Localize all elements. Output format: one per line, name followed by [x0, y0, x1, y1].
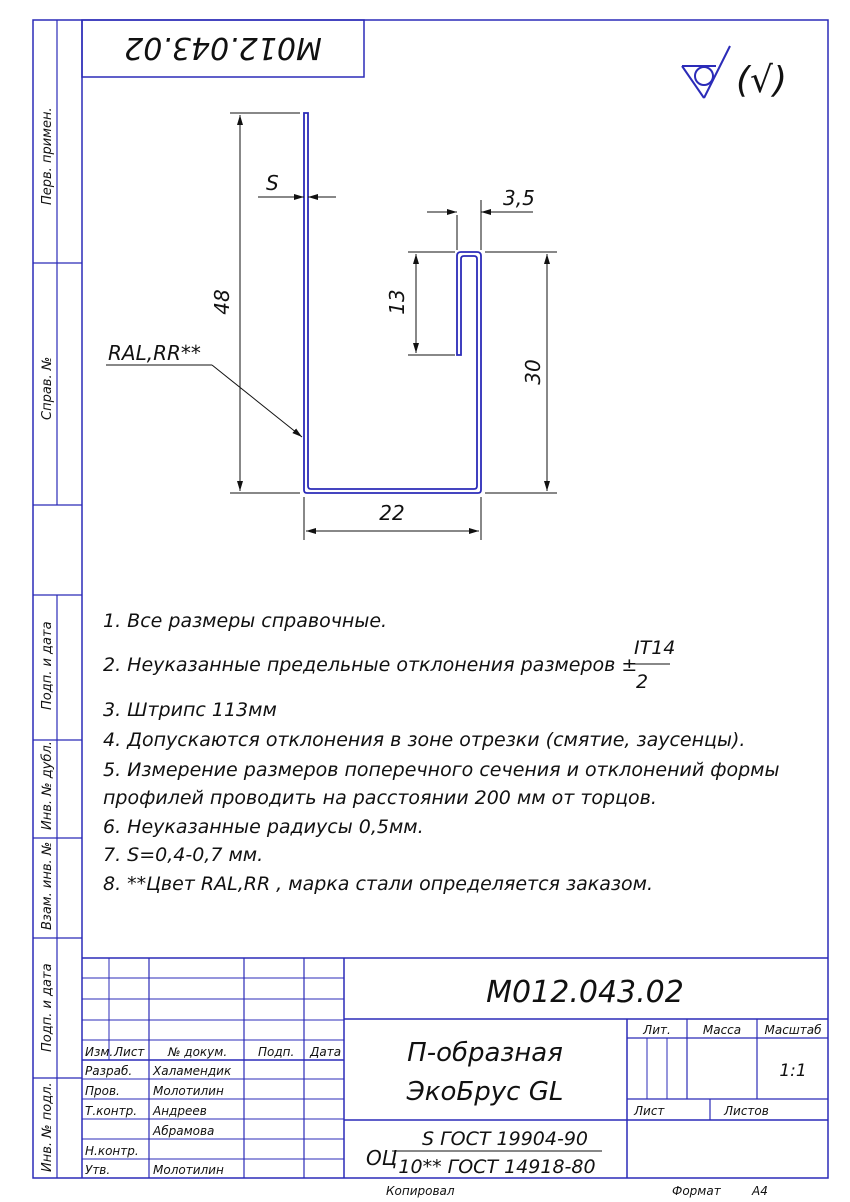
dim-13: 13: [385, 289, 409, 314]
label-perv-primen: Перв. примен.: [40, 107, 55, 205]
top-designation-box: М012.043.02: [81, 19, 365, 78]
person-extra: Абрамова: [152, 1124, 214, 1138]
role-prov: Пров.: [85, 1084, 120, 1098]
dim-3-5: 3,5: [503, 186, 535, 210]
header-list: Лист: [113, 1045, 145, 1059]
top-designation: М012.043.02: [124, 30, 322, 65]
coating-callout: RAL,RR**: [108, 341, 201, 365]
format-value: А4: [751, 1184, 768, 1198]
label-sheet: Лист: [633, 1104, 665, 1118]
note-2-denominator: 2: [636, 671, 648, 693]
role-tkontr: Т.контр.: [85, 1104, 137, 1118]
label-podp-data-1: Подп. и дата: [40, 621, 55, 710]
label-inv-podl: Инв. № подл.: [40, 1082, 55, 1172]
label-sprav: Справ. №: [40, 357, 55, 420]
dim-22: 22: [379, 501, 404, 525]
side-strip: Перв. примен. Справ. № Подп. и дата Инв.…: [33, 20, 82, 1178]
note-5-line-1: 5. Измерение размеров поперечного сечени…: [103, 759, 780, 781]
material-top: S ГОСТ 19904-90: [422, 1128, 588, 1150]
role-razrab: Разраб.: [85, 1064, 132, 1078]
label-vzam-inv: Взам. инв. №: [40, 842, 55, 930]
dim-30: 30: [521, 359, 545, 384]
note-1: 1. Все размеры справочные.: [103, 610, 387, 632]
person-razrab: Халамендик: [152, 1064, 232, 1078]
header-podp: Подп.: [258, 1045, 294, 1059]
label-masshtab: Масштаб: [764, 1023, 822, 1037]
label-lit: Лит.: [642, 1023, 671, 1037]
header-n-dokum: № докум.: [167, 1045, 227, 1059]
note-3: 3. Штрипс 113мм: [103, 699, 277, 721]
note-5-line-2: профилей проводить на расстоянии 200 мм …: [103, 787, 657, 809]
outer-frame: [32, 19, 829, 1179]
label-kopiroval: Копировал: [386, 1184, 455, 1198]
product-name-line-2: ЭкоБрус GL: [406, 1077, 564, 1107]
note-4: 4. Допускаются отклонения в зоне отрезки…: [103, 729, 745, 751]
role-nkontr: Н.контр.: [85, 1144, 139, 1158]
dimensions: 48 S 3,5 13 30 22 RAL,RR**: [106, 112, 557, 540]
note-8: 8. **Цвет RAL,RR , марка стали определяе…: [103, 873, 653, 895]
label-podp-data-2: Подп. и дата: [40, 963, 55, 1052]
label-format: Формат: [672, 1184, 722, 1198]
material-prefix: ОЦ: [366, 1146, 397, 1170]
person-tkontr: Андреев: [152, 1104, 207, 1118]
note-2: 2. Неуказанные предельные отклонения раз…: [103, 654, 637, 676]
label-massa: Масса: [703, 1023, 741, 1037]
dim-s: S: [266, 171, 279, 195]
header-data: Дата: [309, 1045, 341, 1059]
person-prov: Молотилин: [153, 1084, 224, 1098]
header-izm: Изм.: [85, 1045, 113, 1059]
note-7: 7. S=0,4-0,7 мм.: [103, 844, 263, 866]
note-6: 6. Неуказанные радиусы 0,5мм.: [103, 816, 424, 838]
note-2-numerator: IT14: [634, 637, 675, 659]
role-utv: Утв.: [85, 1163, 110, 1177]
profile-section: [303, 112, 482, 494]
dim-48: 48: [210, 289, 234, 314]
person-utv: Молотилин: [153, 1163, 224, 1177]
material-bottom: 10** ГОСТ 14918-80: [398, 1156, 595, 1178]
roughness-symbol: (√): [681, 45, 787, 101]
product-name-line-1: П-образная: [407, 1038, 563, 1068]
scale-value: 1:1: [779, 1061, 806, 1081]
technical-notes: 1. Все размеры справочные. 2. Неуказанны…: [103, 610, 780, 895]
label-inv-dubl: Инв. № дубл.: [40, 741, 55, 830]
roughness-mark: (√): [736, 60, 787, 101]
main-designation: М012.043.02: [486, 975, 684, 1010]
title-block: Изм. Лист № докум. Подп. Дата Разраб. Пр…: [82, 957, 828, 1178]
label-sheets: Листов: [723, 1104, 769, 1118]
